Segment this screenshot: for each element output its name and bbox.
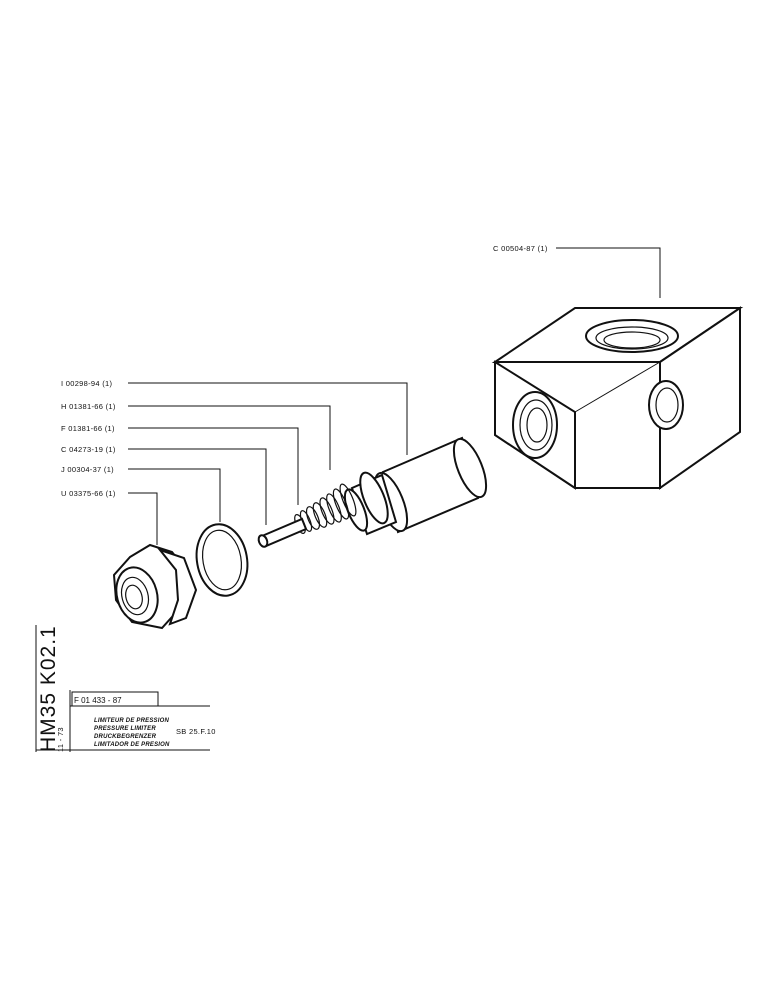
title-en: PRESSURE LIMITER <box>94 726 156 732</box>
label-plug: U 03375-66 (1) <box>61 489 116 498</box>
leader-o-ring <box>128 468 221 522</box>
leader-piston <box>128 405 331 470</box>
label-sleeve: I 00298-94 (1) <box>61 379 113 388</box>
label-piston: H 01381-66 (1) <box>61 402 116 411</box>
date-code: 11 - 73 <box>56 727 65 752</box>
ref-number: F 01 433 - 87 <box>74 696 122 705</box>
leader-body <box>556 247 661 298</box>
label-body: C 00504-87 (1) <box>493 244 548 253</box>
valve-body <box>491 306 744 490</box>
label-o-ring: J 00304-37 (1) <box>61 465 114 474</box>
title-fr: LIMITEUR DE PRESSION <box>94 718 169 724</box>
leader-needle <box>128 448 267 525</box>
side-code: HM35 K02.1 <box>37 625 60 752</box>
leader-plug <box>128 492 158 545</box>
leader-lines <box>128 247 661 545</box>
leader-spring <box>128 427 299 505</box>
needle <box>257 517 308 548</box>
title-es: LIMITADOR DE PRESION <box>94 742 170 748</box>
title-de: DRUCKBEGRENZER <box>94 734 157 740</box>
label-spring: F 01381-66 (1) <box>61 424 115 433</box>
model-code: SB 25.F.10 <box>176 727 216 736</box>
hex-plug <box>112 543 198 630</box>
o-ring <box>195 523 249 597</box>
leader-sleeve <box>128 382 408 455</box>
title-block: F 01 433 - 87 11 - 73 HM35 K02.1 LIMITEU… <box>35 625 216 752</box>
label-needle: C 04273-19 (1) <box>61 445 116 454</box>
